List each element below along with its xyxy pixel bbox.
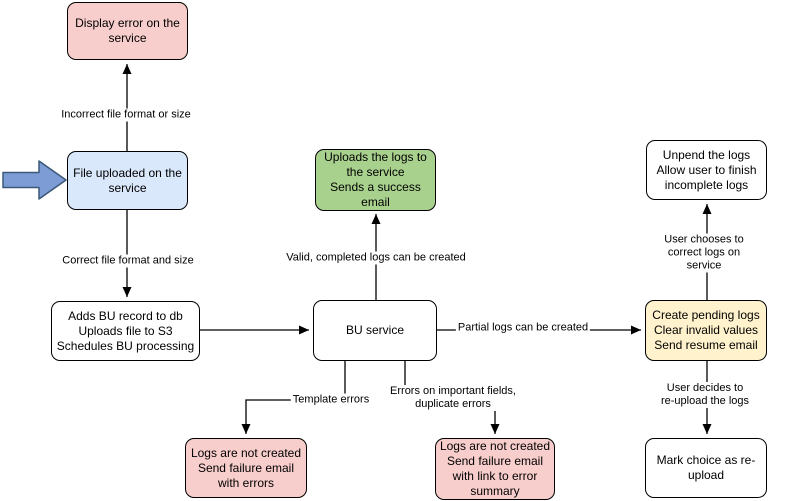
entry-arrow-icon — [2, 160, 67, 200]
node-unpend-logs: Unpend the logs Allow user to finish inc… — [646, 140, 767, 200]
node-file-uploaded: File uploaded on the service — [67, 151, 188, 210]
node-logs-not-created-fields: Logs are not created Send failure email … — [435, 438, 555, 500]
edge-label-partial-logs: Partial logs can be created — [455, 321, 591, 335]
edge-label-user-reuploads: User decides to re-upload the logs — [657, 382, 753, 408]
edge-label-template-errors: Template errors — [290, 393, 372, 407]
node-logs-not-created-template: Logs are not created Send failure email … — [185, 438, 307, 498]
node-uploads-logs-success: Uploads the logs to the service Sends a … — [315, 149, 436, 211]
node-bu-service: BU service — [313, 300, 437, 361]
node-display-error: Display error on the service — [67, 2, 188, 60]
edge-label-user-corrects: User chooses to correct logs on service — [655, 233, 753, 273]
edge-label-valid-logs: Valid, completed logs can be created — [284, 251, 468, 265]
node-adds-bu-record: Adds BU record to db Uploads file to S3 … — [51, 301, 200, 361]
node-mark-reupload: Mark choice as re- upload — [645, 438, 767, 498]
node-create-pending-logs: Create pending logs Clear invalid values… — [645, 300, 767, 361]
edge-label-field-errors: Errors on important fields, duplicate er… — [388, 385, 518, 411]
edge-label-incorrect-format: Incorrect file format or size — [59, 108, 193, 122]
edge-label-correct-format: Correct file format and size — [60, 254, 196, 268]
